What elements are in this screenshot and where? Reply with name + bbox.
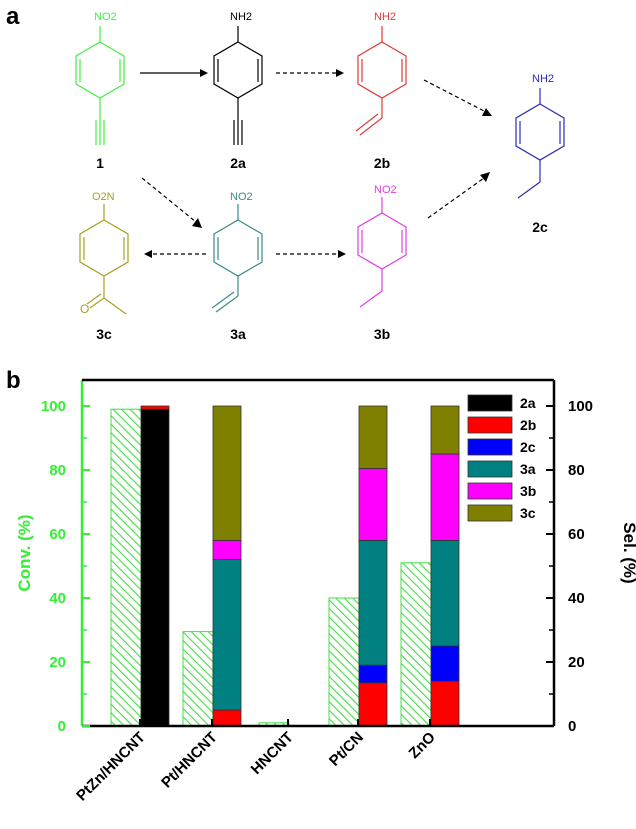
left-tick-label-60: 60 [49, 526, 66, 543]
compound-3b [357, 197, 407, 308]
compound-2c-label: 2c [532, 219, 548, 235]
selectivity-segment-3a-Pt/HNCNT [212, 559, 242, 711]
legend-swatch-3a [467, 460, 513, 478]
compound-2a-group: NH2 [230, 11, 252, 23]
category-label-HNCNT: HNCNT [248, 729, 297, 778]
panel-b-label: b [6, 367, 21, 394]
selectivity-segment-3a-ZnO [430, 540, 460, 647]
right-tick-label-60: 60 [568, 526, 585, 543]
compound-2a-label: 2a [230, 155, 246, 171]
selectivity-segment-2c-ZnO [430, 645, 460, 682]
compound-1 [75, 26, 125, 145]
conversion-bar-Pt/CN [328, 597, 360, 727]
left-tick-label-100: 100 [41, 398, 66, 415]
compound-3c [79, 204, 129, 315]
legend-label-3a: 3a [520, 461, 536, 477]
selectivity-segment-2b-Pt/HNCNT [212, 709, 242, 727]
right-tick-label-0: 0 [568, 718, 576, 735]
conversion-bars [110, 408, 432, 727]
left-tick-label-40: 40 [49, 590, 66, 607]
legend-swatch-2a [467, 394, 513, 412]
selectivity-segment-2b-PtZn/HNCNT [140, 405, 170, 410]
right-tick-label-80: 80 [568, 462, 585, 479]
chart-ticks: 0 20 40 60 80 100 0 20 40 60 80 100 [41, 398, 593, 735]
arrow-2b-to-2c [423, 79, 487, 113]
compound-3c-oxygen: O [80, 302, 89, 316]
legend-swatch-3c [467, 504, 513, 522]
compound-1-group: NO2 [94, 11, 117, 23]
compound-3a [211, 204, 263, 313]
legend-label-3c: 3c [520, 505, 536, 521]
legend-label-2c: 2c [520, 439, 536, 455]
reaction-arrows [140, 69, 492, 258]
selectivity-segment-2b-Pt/CN [358, 682, 388, 727]
selectivity-segment-2c-Pt/CN [358, 664, 388, 684]
selectivity-bars [140, 405, 460, 727]
right-tick-label-100: 100 [568, 398, 593, 415]
selectivity-segment-2b-ZnO [430, 680, 460, 727]
selectivity-segment-3b-Pt/HNCNT [212, 540, 242, 561]
compound-2c [515, 88, 565, 199]
legend-swatch-2b [467, 416, 513, 434]
selectivity-segment-3c-Pt/HNCNT [212, 405, 242, 541]
compound-2b-label: 2b [374, 155, 390, 171]
arrow-1-to-3a [141, 177, 197, 223]
selectivity-segment-3b-ZnO [430, 453, 460, 541]
chart-legend: 2a 2b 2c 3a 3b 3c [467, 394, 536, 522]
legend-label-2a: 2a [520, 395, 536, 411]
category-label-Pt/CN: Pt/CN [326, 729, 367, 770]
legend-label-3b: 3b [520, 483, 536, 499]
compound-3a-group: NO2 [230, 191, 253, 203]
left-tick-label-20: 20 [49, 654, 66, 671]
compound-2c-group: NH2 [532, 73, 554, 85]
conversion-bar-Pt/HNCNT [182, 631, 214, 727]
compound-2b-group: NH2 [374, 11, 396, 23]
legend-label-2b: 2b [520, 417, 536, 433]
category-label-Pt/HNCNT: Pt/HNCNT [158, 729, 221, 792]
legend-swatch-2c [467, 438, 513, 456]
compound-3c-label: 3c [96, 326, 112, 342]
selectivity-segment-3b-Pt/CN [358, 467, 388, 541]
arrow-3b-to-2c [427, 177, 485, 219]
compound-3b-group: NO2 [374, 184, 397, 196]
compound-3a-label: 3a [230, 326, 246, 342]
selectivity-segment-3c-Pt/CN [358, 405, 388, 469]
y-axis-left-label: Conv. (%) [15, 514, 34, 591]
compound-1-label: 1 [96, 155, 104, 171]
right-tick-label-40: 40 [568, 590, 585, 607]
selectivity-segment-3a-Pt/CN [358, 540, 388, 666]
category-label-ZnO: ZnO [406, 729, 439, 762]
category-label-PtZn/HNCNT: PtZn/HNCNT [73, 729, 149, 805]
selectivity-segment-2a-PtZn/HNCNT [140, 408, 170, 727]
compound-3b-label: 3b [374, 326, 390, 342]
conversion-bar-PtZn/HNCNT [110, 408, 142, 727]
reaction-scheme: a NO2 1 NH2 2a [6, 3, 565, 342]
compound-2a [213, 26, 263, 145]
left-tick-label-0: 0 [58, 718, 66, 735]
panel-a-label: a [6, 3, 20, 30]
compound-2b [355, 26, 407, 136]
legend-swatch-3b [467, 482, 513, 500]
right-tick-label-20: 20 [568, 654, 585, 671]
left-tick-label-80: 80 [49, 462, 66, 479]
selectivity-segment-3c-ZnO [430, 405, 460, 455]
y-axis-right-label: Sel. (%) [620, 522, 636, 583]
compound-3c-group: O2N [92, 191, 115, 203]
conversion-bar-ZnO [400, 562, 432, 727]
